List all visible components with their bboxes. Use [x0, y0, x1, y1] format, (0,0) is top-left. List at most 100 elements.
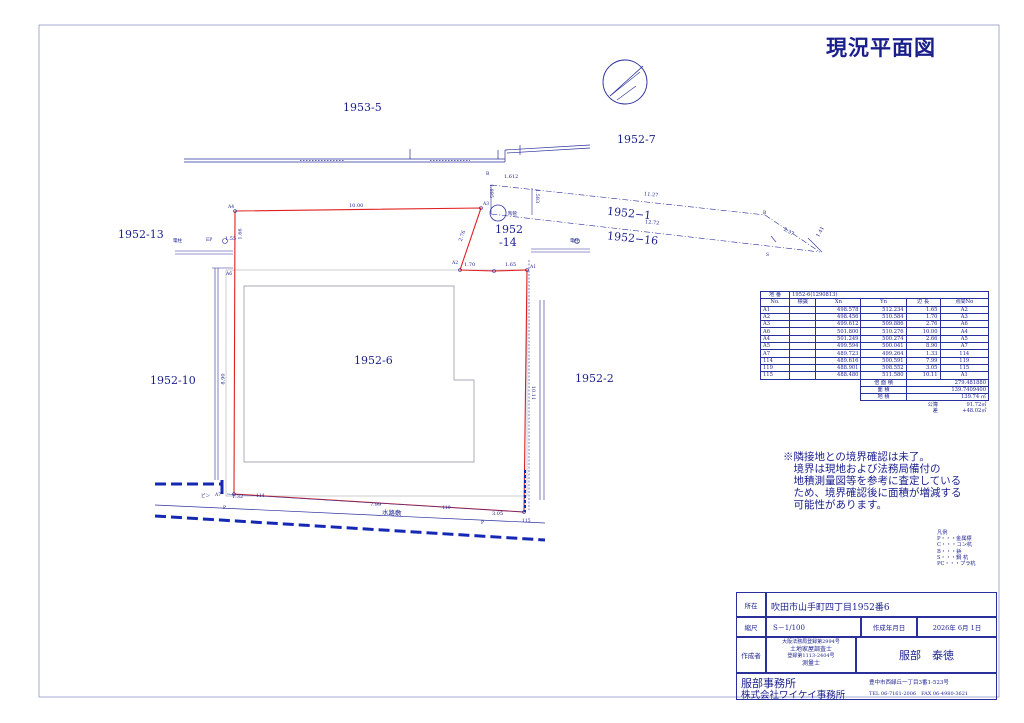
point-115: 115 [522, 519, 531, 524]
dim-bottom-right: 3.05 [492, 511, 504, 517]
date-label: 作成年月日 [861, 617, 917, 637]
point-a6: A6 [226, 272, 233, 277]
point-a1: A1 [530, 265, 537, 270]
table-cell: A6 [939, 320, 989, 329]
table-cell [789, 349, 817, 358]
inner-lot-outline [225, 269, 528, 497]
table-cell: 1.33 [905, 349, 941, 358]
title-block: 所在 吹田市山手町四丁目1952番6 縮尺 S－1/100 作成年月日 2026… [736, 592, 997, 701]
table-cell: 115 [759, 371, 791, 380]
boundary-note: ※隣接地との境界確認は未了。 境界は現地および法務局備付の 地積測量図等を参考に… [783, 451, 962, 511]
table-cell: 500.591 [860, 356, 907, 365]
manhole-label: 陶管 [508, 212, 517, 217]
table-cell: 119 [939, 356, 989, 365]
point-119: 119 [442, 506, 451, 511]
table-cell [789, 334, 817, 344]
table-cell [789, 371, 817, 380]
point-b2: B [763, 211, 767, 216]
table-cell [789, 320, 817, 329]
table-cell: 488.480 [815, 371, 862, 380]
page-title: 現況平面図 [826, 35, 936, 60]
parcel-1952-13: 1952-13 [118, 228, 164, 241]
table-cell: 2.66 [905, 334, 941, 344]
table-cell: 501.800 [815, 327, 862, 336]
summary-value: 139.7409400 [905, 385, 990, 395]
date-value: 2026年 6月 1日 [917, 617, 997, 637]
table-cell: A1 [759, 305, 791, 314]
scale-value: S－1/100 [766, 617, 861, 637]
table-blank [761, 386, 861, 393]
table-header: 標識 [789, 298, 817, 307]
point-a2: A2 [452, 261, 459, 266]
note-line: 境界は現地および法務局備付の [783, 463, 941, 475]
table-cell: 1.65 [905, 305, 941, 314]
dim-corner-a: 1.612 [504, 174, 519, 180]
summary-label: 倍 面 積 [860, 378, 907, 387]
table-cell: 511.580 [860, 371, 907, 380]
table-cell: 498.456 [815, 312, 862, 322]
table-cell: 8.90 [905, 342, 941, 351]
table-cell [789, 327, 817, 336]
author-line: 測量士 [801, 660, 820, 667]
lot-lines-northeast [490, 184, 821, 253]
table-cell: 510.584 [860, 312, 907, 322]
scale-label: 縮尺 [736, 617, 766, 637]
north-arrow-icon [602, 59, 648, 105]
right-neighbour-lines [528, 248, 590, 510]
office-name-1: 服部事務所 [741, 677, 796, 690]
table-cell: 500.274 [860, 334, 907, 344]
table-cell: 489.616 [815, 356, 862, 365]
top-fence [184, 144, 591, 163]
office-row: 服部事務所 株式会社ワイケイ事務所 豊中市西緑丘一丁目3番1-523号 TEL … [736, 673, 997, 701]
table-cell: A7 [939, 342, 989, 351]
table-cell [789, 363, 817, 373]
left-neighbour-lines [175, 250, 233, 480]
summary-value: 139.74 ㎡ [905, 393, 990, 402]
manhole-icon [489, 204, 507, 222]
table-cell: 498.578 [815, 305, 862, 314]
parcel-boundary [233, 207, 528, 513]
author-credentials: 大阪法務局登録第2994号 土地家屋調査士 登録第1113-2404号 測量士 [766, 637, 856, 673]
note-line: 可能性があります。 [783, 499, 887, 511]
note-line: ため、境界確認後に面積が増減する [783, 487, 962, 499]
table-cell: 512.234 [860, 305, 907, 314]
table-cell: 1.70 [905, 312, 941, 322]
table-cell: 2.76 [905, 320, 941, 329]
summary-label: 地 積 [860, 393, 907, 402]
office-phone: TEL 06-7161-2006 FAX 06-4980-3621 [869, 691, 969, 697]
office-name-2: 株式会社ワイケイ事務所 [741, 690, 846, 701]
table-cell: 500.041 [860, 342, 907, 351]
table-cell: 499.264 [860, 349, 907, 358]
survey-markers [222, 206, 580, 514]
table-cell: A7 [759, 349, 791, 358]
waterway-road [154, 482, 546, 542]
table-cell: 501.249 [815, 334, 862, 344]
legend: 凡例 P・・・金属標 C・・・コン杭 B・・・鋲 S・・・鋼 杭 PC・・・プラ… [937, 530, 976, 567]
table-cell: 115 [939, 363, 989, 373]
table-cell: 499.612 [815, 320, 862, 329]
table-cell [789, 356, 817, 365]
table-cell: 10.11 [905, 371, 941, 380]
road-label: 水路敷 [381, 508, 402, 518]
point-b1: B [486, 172, 490, 177]
author-line: 登録第1113-2404号 [787, 653, 835, 659]
table-public-row-label: 公簿 [927, 401, 938, 408]
dim-corner-c: 1.885 [488, 183, 495, 199]
table-blank [761, 379, 861, 386]
dim-top: 10.00 [349, 203, 364, 209]
table-cell: 119 [759, 363, 791, 373]
table-blank [761, 401, 907, 408]
office-address: 豊中市西緑丘一丁目3番1-523号 [869, 680, 949, 686]
table-cell: A2 [759, 312, 791, 322]
legend-item: PC・・・プラ杭 [937, 561, 976, 568]
